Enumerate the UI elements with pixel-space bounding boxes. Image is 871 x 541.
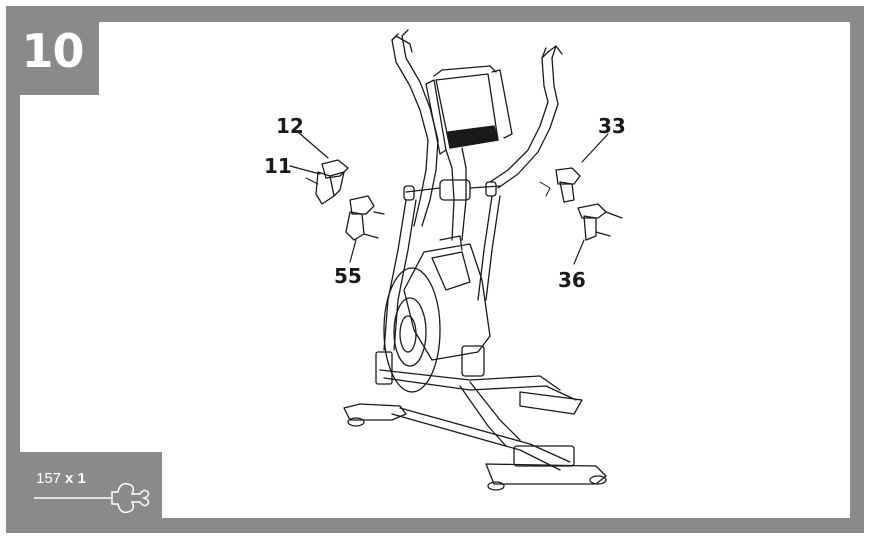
callout-11: 11	[264, 154, 292, 178]
puzzle-key-icon	[34, 482, 150, 514]
part-number: 157	[36, 470, 62, 487]
callout-12: 12	[276, 114, 304, 138]
callout-55: 55	[334, 264, 362, 288]
step-number-badge: 10	[6, 6, 99, 95]
step-number: 10	[21, 23, 84, 78]
illustration-area	[20, 22, 850, 518]
callout-36: 36	[558, 268, 586, 292]
part-quantity: x 1	[65, 470, 86, 487]
callout-33: 33	[598, 114, 626, 138]
